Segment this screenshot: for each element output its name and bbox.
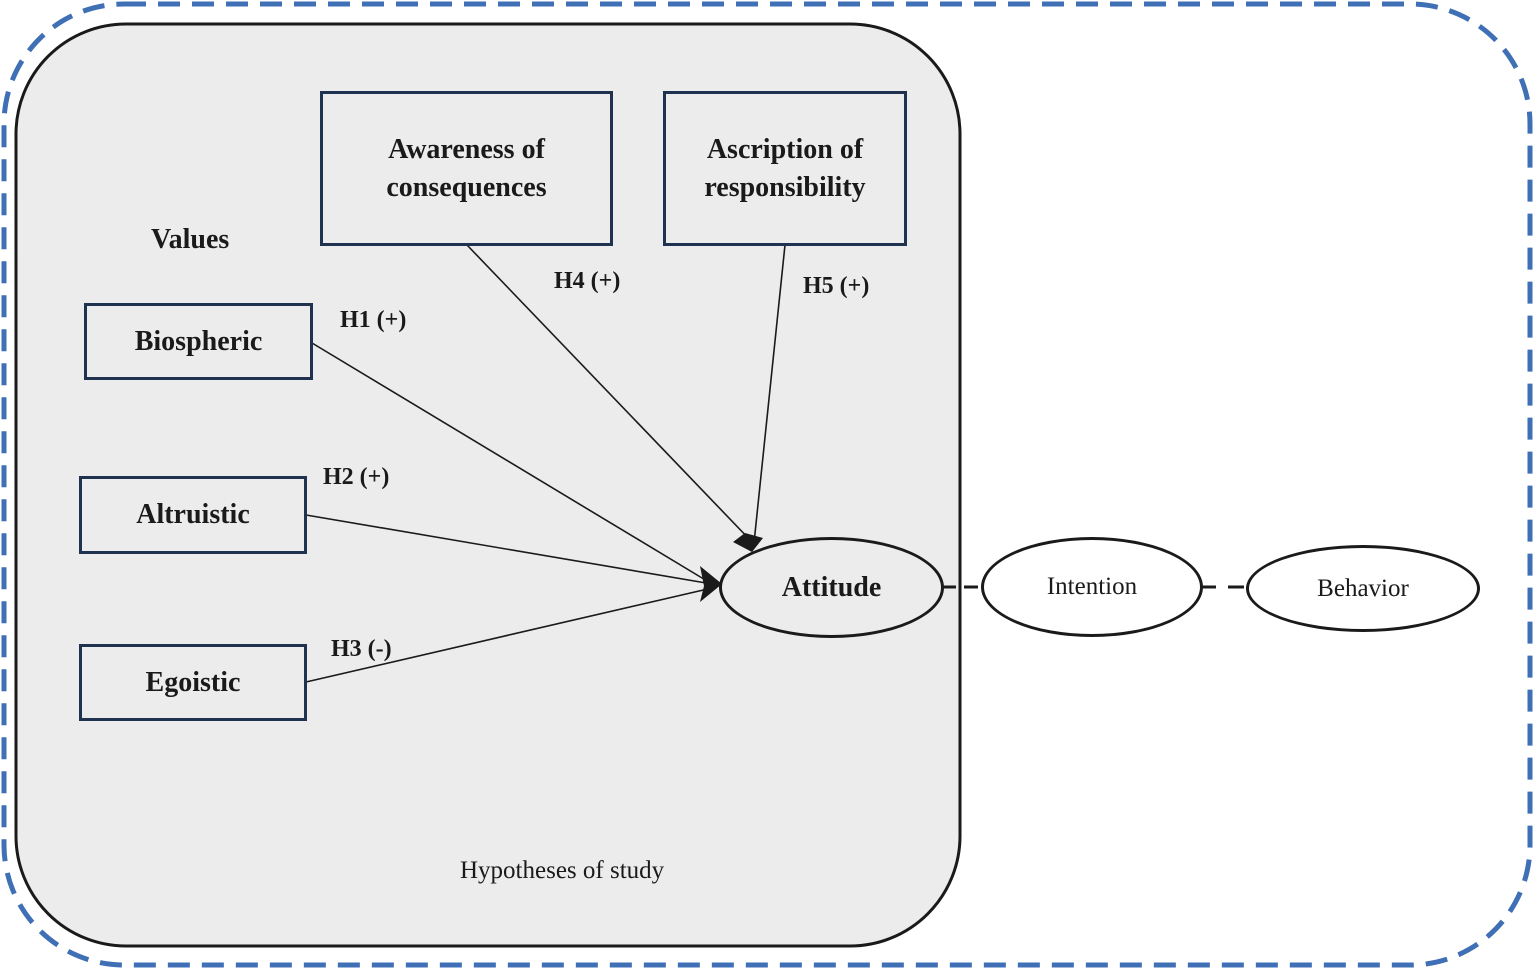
hypothesis-h4-label: H4 (+): [554, 268, 621, 294]
hypothesis-h2-label: H2 (+): [323, 464, 390, 490]
attitude-node: Attitude: [719, 537, 944, 638]
hypothesis-h1-label: H1 (+): [340, 307, 407, 333]
arrow-h2-altruistic-attitude: [305, 514, 713, 585]
arrowhead-attitude-top: [733, 533, 763, 552]
values-heading: Values: [151, 224, 230, 255]
arrow-h1-biospheric-attitude: [311, 342, 713, 585]
egoistic-box: Egoistic: [79, 644, 307, 721]
ascription-line2: responsibility: [704, 171, 866, 203]
behavior-node: Behavior: [1246, 545, 1480, 632]
hypotheses-of-study-caption: Hypotheses of study: [460, 857, 665, 884]
intention-node: Intention: [981, 537, 1203, 637]
ascription-of-responsibility-box: Ascription of responsibility: [663, 91, 907, 246]
hypothesis-h5-label: H5 (+): [803, 273, 870, 299]
awareness-of-consequences-box: Awareness of consequences: [320, 91, 613, 246]
arrow-h4-awareness-attitude: [466, 244, 753, 543]
awareness-line1: Awareness of: [388, 133, 545, 165]
biospheric-box: Biospheric: [84, 303, 313, 380]
ascription-line1: Ascription of: [706, 133, 864, 165]
awareness-line2: consequences: [386, 171, 547, 203]
arrow-h5-ascription-attitude: [753, 244, 786, 544]
hypothesis-h3-label: H3 (-): [331, 636, 392, 662]
altruistic-box: Altruistic: [79, 476, 307, 554]
arrowhead-attitude-left: [700, 566, 722, 602]
arrow-h3-egoistic-attitude: [305, 587, 713, 683]
